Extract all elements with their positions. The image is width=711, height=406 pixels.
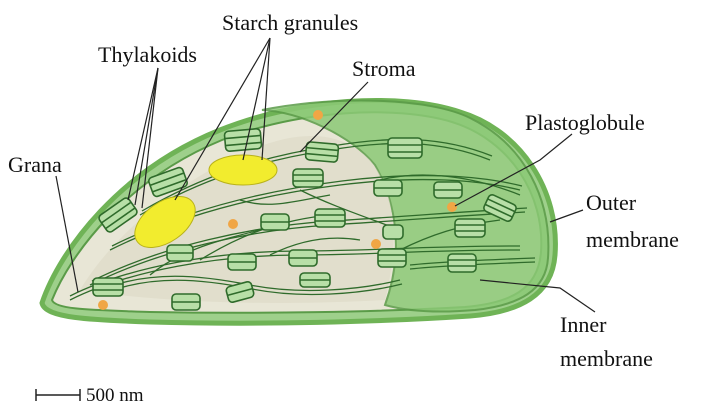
- plastoglobule: [98, 300, 108, 310]
- granum: [378, 249, 406, 267]
- granum: [383, 225, 403, 239]
- granum: [261, 214, 289, 230]
- granum: [300, 273, 330, 287]
- label-grana: Grana: [8, 152, 62, 177]
- granum: [448, 254, 476, 272]
- granum: [293, 169, 323, 187]
- label-inner-line2: membrane: [560, 346, 653, 371]
- granum: [455, 219, 485, 237]
- plastoglobule: [371, 239, 381, 249]
- granum: [224, 128, 262, 151]
- granum: [374, 180, 402, 196]
- scale-label: 500 nm: [86, 385, 144, 406]
- label-starch-granules: Starch granules: [222, 10, 358, 35]
- label-inner-line1: Inner: [560, 312, 607, 337]
- granum: [228, 254, 256, 270]
- plastoglobule: [313, 110, 323, 120]
- granum: [388, 138, 422, 158]
- granum: [305, 142, 338, 163]
- label-stroma: Stroma: [352, 56, 416, 81]
- label-plastoglobule: Plastoglobule: [525, 110, 645, 135]
- scale-bar: [36, 389, 80, 401]
- granum: [172, 294, 200, 310]
- granum: [434, 182, 462, 198]
- label-outer-line2: membrane: [586, 227, 679, 252]
- granum: [167, 245, 193, 261]
- granum: [93, 278, 123, 296]
- granum: [315, 209, 345, 227]
- plastoglobule: [447, 202, 457, 212]
- label-thylakoids: Thylakoids: [98, 42, 197, 67]
- granum: [289, 250, 317, 266]
- label-outer-line1: Outer: [586, 190, 637, 215]
- plastoglobule: [228, 219, 238, 229]
